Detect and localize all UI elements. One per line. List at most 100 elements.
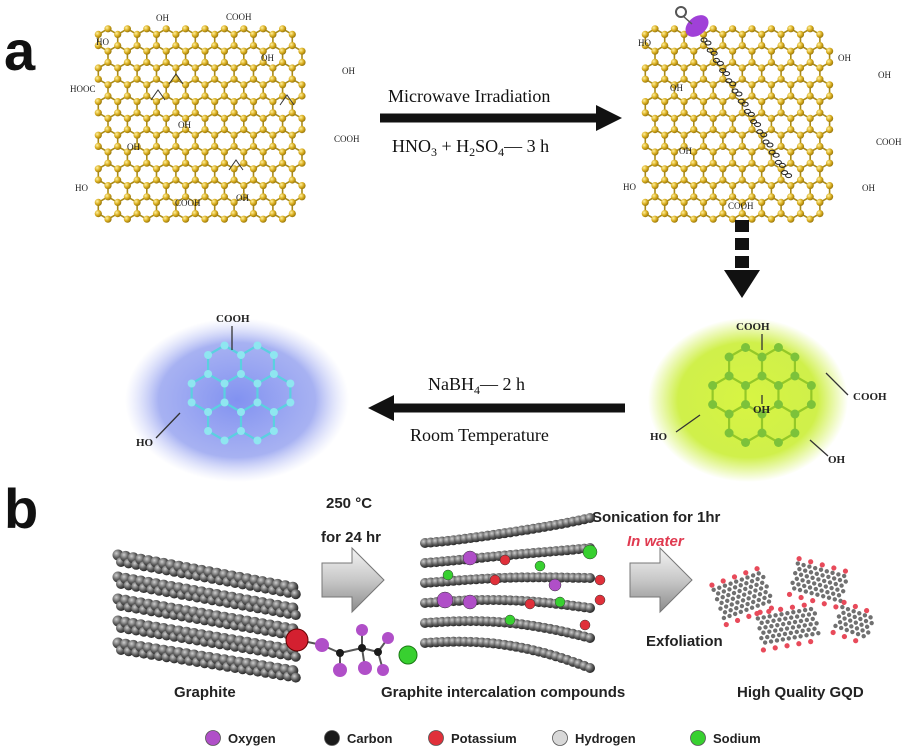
carbon-atom: [162, 58, 170, 66]
carbon-atom: [278, 148, 287, 156]
carbon-atom: [661, 64, 669, 72]
carbon-atom: [641, 176, 649, 184]
carbon-atom: [724, 352, 734, 362]
carbon-atom: [670, 114, 678, 122]
carbon-atom: [690, 81, 698, 89]
carbon-atom: [123, 159, 131, 167]
carbon-atom: [690, 126, 698, 134]
yellow-gqd-glow: [648, 318, 848, 482]
carbon-atom: [787, 148, 795, 156]
carbon-atom: [825, 81, 834, 89]
carbon-atom: [690, 182, 698, 190]
legend-label: Carbon: [347, 731, 393, 746]
intercalant-atom: [462, 594, 478, 610]
carbon-atom: [240, 58, 248, 66]
carbon-atom: [641, 210, 649, 218]
carbon-atom: [719, 131, 727, 139]
carbon-atom: [240, 193, 248, 201]
carbon-atom: [661, 98, 669, 106]
carbon-atom: [796, 109, 805, 117]
sheet-2-functional-groups: HO OH OH OH COOH OH HO OH COOH: [623, 38, 902, 211]
carbon-atom: [104, 193, 112, 201]
carbon-atom: [269, 165, 277, 173]
carbon-atom: [777, 165, 785, 173]
carbon-atom: [651, 81, 659, 89]
carbon-atom: [288, 131, 296, 139]
condition-exfoliation: Exfoliation: [646, 633, 723, 650]
carbon-atom: [181, 159, 190, 167]
carbon-atom: [220, 92, 228, 100]
carbon-atom: [767, 81, 775, 89]
carbon-atom: [758, 30, 766, 38]
carbon-atom: [240, 148, 248, 156]
carbon-atom: [220, 379, 229, 388]
carbon-atom: [757, 352, 767, 362]
carbon-atom: [191, 109, 199, 117]
oxygen-atom: [333, 663, 347, 677]
legend-label: Oxygen: [228, 731, 276, 746]
carbon-atom: [641, 165, 649, 173]
carbon-atom: [278, 182, 287, 190]
cut-line: [700, 37, 793, 179]
carbon-atom: [816, 176, 824, 184]
carbon-atom: [152, 210, 161, 218]
carbon-atom: [123, 47, 131, 55]
graphite-stack: [112, 549, 301, 683]
carbon-atom: [288, 75, 296, 83]
carbon-atom: [123, 126, 131, 134]
intercalant-atom: [504, 614, 516, 626]
carbon-atom: [204, 351, 213, 359]
carbon-atom: [728, 159, 737, 167]
carbon-atom: [230, 142, 238, 150]
carbon-atom: [787, 215, 795, 223]
carbon-atom: [211, 210, 219, 218]
carbon-atom: [133, 64, 141, 72]
carbon-atom: [133, 98, 141, 106]
carbon-atom: [738, 42, 746, 50]
carbon-swatch: [324, 730, 340, 746]
carbon-atom: [724, 409, 734, 419]
group-cooh: COOH: [216, 313, 250, 325]
cut-mark: [710, 50, 718, 56]
carbon-atom: [220, 47, 228, 55]
carbon-atom: [298, 159, 306, 167]
group-ho: HO: [650, 431, 668, 443]
carbon-atom: [728, 25, 737, 33]
carbon-atom: [806, 400, 816, 409]
carbon-atom: [724, 428, 734, 438]
carbon-atom: [738, 142, 746, 150]
intercalant-atom: [594, 594, 606, 606]
panel-a-label: a: [4, 19, 36, 82]
carbon-atom: [162, 148, 170, 156]
carbon-atom: [670, 25, 678, 33]
carbon-atom: [133, 142, 141, 150]
carbon-atom: [201, 114, 209, 122]
carbon-atom: [738, 165, 746, 173]
carbon-atom: [230, 75, 238, 83]
carbon-atom: [651, 114, 659, 122]
carbon-atom: [690, 92, 698, 100]
carbon-atom: [709, 182, 717, 190]
carbon-atom: [816, 64, 824, 72]
carbon-atom: [767, 126, 775, 134]
carbon-atom: [757, 428, 767, 438]
carbon-atom: [787, 114, 795, 122]
carbon-atom: [230, 165, 238, 173]
carbon-atom: [114, 131, 122, 139]
carbon-atom: [237, 408, 245, 416]
carbon-atom: [278, 47, 287, 55]
carbon-atom: [585, 603, 595, 613]
carbon-atom: [152, 198, 161, 206]
carbon-atom: [699, 210, 708, 218]
group-ho: HO: [136, 437, 154, 449]
carbon-atom: [773, 400, 783, 409]
carbon-atom: [104, 58, 112, 66]
carbon-atom: [201, 81, 209, 89]
cut-mark: [737, 98, 745, 104]
carbon-atom: [680, 98, 688, 106]
group-oh: OH: [878, 70, 891, 80]
carbon-atom: [104, 92, 112, 100]
carbon-atom: [816, 42, 824, 50]
carbon-atom: [661, 75, 669, 83]
